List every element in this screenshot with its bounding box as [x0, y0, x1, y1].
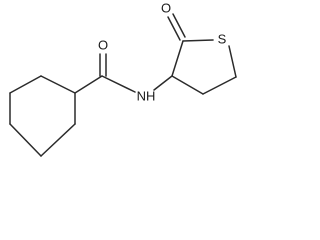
- bond-lactone-co-2: [172, 13, 186, 38]
- bond-s-to-ch2: [228, 45, 237, 78]
- lactone-carbonyl-double-bond: [167, 13, 186, 41]
- bond-ring-2: [40, 123, 76, 157]
- bond-lactone-co-1: [167, 16, 181, 41]
- amide-carbonyl-double-bond: [99, 53, 107, 77]
- lactone-oxygen-label: O: [161, 0, 171, 15]
- bond-carbonyl-to-n: [101, 75, 136, 93]
- bond-carbonyl-to-s: [182, 39, 214, 42]
- cyclohexane-ring: [9, 75, 76, 157]
- amide-oxygen-label: O: [98, 37, 108, 52]
- molecule-structure: O NH O S: [9, 0, 237, 157]
- bond-ring-to-carbonyl: [74, 75, 103, 94]
- bond-n-to-ring: [153, 75, 173, 91]
- bond-alpha-to-carbonyl: [171, 40, 184, 77]
- bond-ring-6: [40, 75, 76, 94]
- bond-ch2-to-alpha: [171, 75, 204, 95]
- bond-ring-3: [9, 123, 42, 157]
- thiolactone-ring: [171, 39, 237, 95]
- amide-nitrogen-label: NH: [137, 88, 156, 103]
- bond-ch2-to-ch2: [202, 76, 237, 95]
- ring-sulfur-label: S: [218, 31, 227, 46]
- bond-ring-5: [9, 75, 42, 94]
- structure-canvas: O NH O S: [9, 0, 237, 157]
